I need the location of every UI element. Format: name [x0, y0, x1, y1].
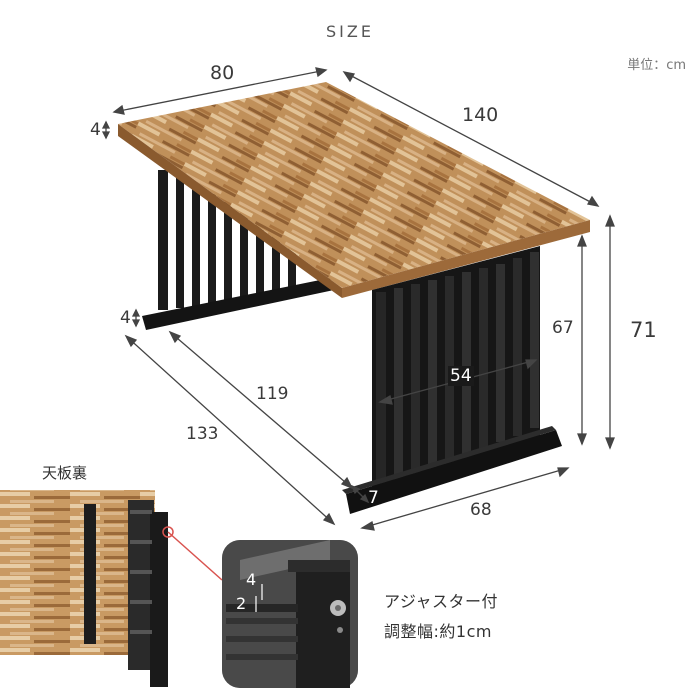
dim-length-label: 140 — [462, 104, 499, 126]
adjuster-caption-line2: 調整幅:約1cm — [384, 622, 492, 641]
adjuster-inset — [222, 540, 358, 688]
dim-foot-depth-label: 68 — [470, 500, 492, 520]
dim-clearance-label: 67 — [552, 318, 574, 338]
dim-foot-width-label: 7 — [368, 488, 379, 508]
adjuster-caption-line1: アジャスター付 — [384, 592, 499, 611]
back-leg-frame — [142, 170, 334, 330]
dim-foot-height-label: 4 — [120, 308, 131, 328]
dim-top-thickness-label: 4 — [90, 120, 101, 140]
dim-width-label: 80 — [210, 62, 235, 84]
dim-foot-inner-label: 119 — [256, 384, 289, 404]
dim-foot-outer-label: 133 — [186, 424, 219, 444]
dim-inner-span-label: 54 — [448, 366, 474, 386]
dim-total-height-label: 71 — [630, 318, 657, 342]
unit-note: 単位：cm — [627, 58, 686, 73]
adjuster-dim-b: 2 — [236, 594, 247, 613]
underside-label: 天板裏 — [42, 464, 88, 482]
adjuster-dim-a: 4 — [246, 570, 257, 589]
table-top — [118, 82, 590, 298]
page-title: SIZE — [326, 22, 374, 41]
underside-inset — [0, 490, 223, 687]
